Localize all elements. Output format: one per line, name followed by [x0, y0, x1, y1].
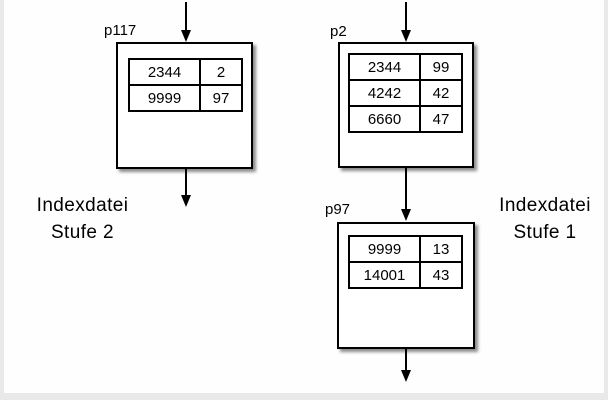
table-row: 14001 43 [348, 261, 463, 289]
arrow-line-out-of-p97 [405, 349, 407, 371]
page-edge-bottom [0, 393, 608, 400]
node-box-p97: 9999 13 14001 43 [337, 222, 475, 349]
arrow-down-icon [181, 195, 191, 207]
table-cell-value: 13 [419, 235, 463, 263]
table-row: 4242 42 [348, 79, 463, 107]
table-cell-key: 9999 [128, 84, 201, 112]
index-table-p117: 2344 2 9999 97 [128, 58, 243, 112]
table-cell-value: 43 [419, 261, 463, 289]
table-row: 9999 97 [128, 84, 243, 112]
table-cell-key: 2344 [348, 53, 421, 81]
arrow-down-icon [401, 209, 411, 221]
table-cell-value: 99 [419, 53, 463, 81]
arrow-line-out-of-p117 [185, 169, 187, 196]
side-label-line1: Indexdatei [36, 195, 129, 216]
side-label-line2: Stufe 2 [50, 222, 114, 243]
table-row: 9999 13 [348, 235, 463, 263]
table-cell-value: 2 [199, 58, 243, 86]
node-label-p97: p97 [325, 201, 351, 218]
table-cell-key: 14001 [348, 261, 421, 289]
page-edge-right [604, 0, 608, 400]
arrow-down-icon [401, 370, 411, 382]
table-cell-key: 6660 [348, 105, 421, 133]
arrow-down-icon [181, 30, 191, 42]
arrow-line-into-p117 [185, 2, 187, 30]
table-cell-key: 4242 [348, 79, 421, 107]
side-label-line2: Stufe 1 [513, 222, 577, 243]
table-row: 2344 99 [348, 53, 463, 81]
node-label-p117: p117 [104, 22, 137, 39]
arrow-line-p2-to-p97 [405, 168, 407, 210]
page-edge-left [0, 0, 4, 400]
side-label-stufe-2: Indexdatei Stufe 2 [10, 192, 155, 246]
table-cell-value: 42 [419, 79, 463, 107]
table-cell-key: 2344 [128, 58, 201, 86]
side-label-stufe-1: Indexdatei Stufe 1 [478, 192, 608, 246]
table-row: 2344 2 [128, 58, 243, 86]
arrow-down-icon [401, 30, 411, 42]
index-table-p2: 2344 99 4242 42 6660 47 [348, 53, 463, 133]
side-label-line1: Indexdatei [499, 195, 591, 216]
table-cell-value: 97 [199, 84, 243, 112]
table-row: 6660 47 [348, 105, 463, 133]
node-box-p2: 2344 99 4242 42 6660 47 [338, 42, 474, 168]
arrow-line-into-p2 [405, 2, 407, 30]
node-box-p117: 2344 2 9999 97 [116, 42, 253, 169]
node-label-p2: p2 [330, 23, 347, 40]
index-table-p97: 9999 13 14001 43 [348, 235, 463, 289]
table-cell-key: 9999 [348, 235, 421, 263]
table-cell-value: 47 [419, 105, 463, 133]
